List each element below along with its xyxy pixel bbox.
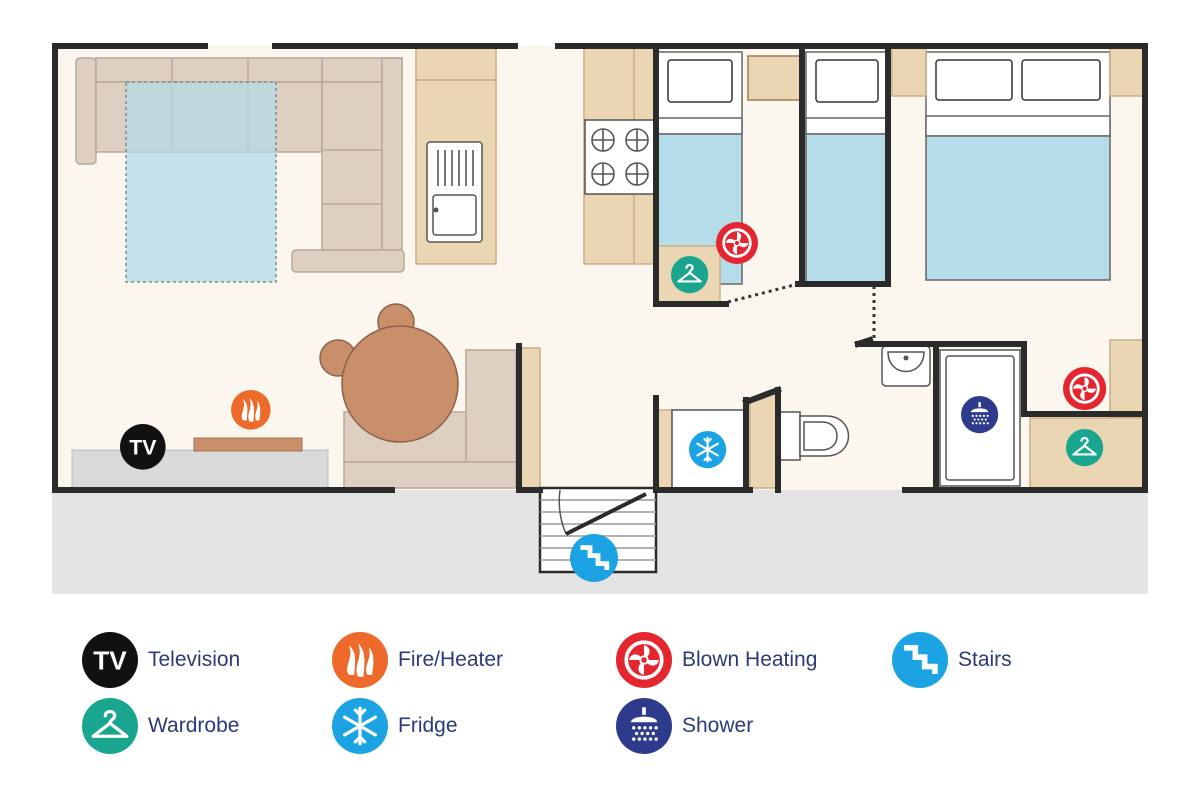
legend-label: Fridge	[398, 714, 458, 737]
shower-icon	[961, 396, 999, 434]
legend-item-fire-heater: Fire/Heater	[332, 632, 503, 688]
legend-label: Television	[148, 648, 241, 671]
legend-item-television: Television	[82, 632, 240, 688]
master-cabinet	[1109, 339, 1145, 419]
master-side-left	[891, 45, 927, 97]
blown-heating-icon	[714, 220, 760, 266]
double-bed	[925, 51, 1111, 281]
master-side-right	[1109, 45, 1145, 97]
wardrobe-icon	[82, 698, 138, 754]
tv-unit	[71, 449, 329, 489]
bath-cabinet	[749, 388, 779, 489]
legend-item-wardrobe: Wardrobe	[82, 698, 239, 754]
fridge-icon	[332, 698, 388, 754]
blown-heating-icon	[616, 632, 672, 688]
stairs-icon	[570, 534, 618, 582]
blown-heating-icon	[1061, 365, 1108, 412]
floor-plan: TV	[52, 43, 1148, 594]
door-swings	[727, 282, 876, 342]
legend-label: Stairs	[958, 648, 1012, 671]
legend-label: Wardrobe	[148, 714, 240, 737]
legend-label: Shower	[682, 714, 754, 737]
legend: Television Fire/Heater Blown Heating Sta…	[0, 600, 1200, 786]
tv-icon	[82, 632, 138, 688]
stairs-icon	[892, 632, 948, 688]
legend-item-blown-heating: Blown Heating	[616, 632, 817, 688]
legend-label: Blown Heating	[682, 648, 818, 671]
fire-heater-icon	[231, 390, 271, 430]
legend-item-shower: Shower	[616, 698, 753, 754]
dining-set	[319, 303, 517, 489]
toilet	[779, 411, 850, 461]
washbasin	[881, 345, 931, 387]
legend-label: Fire/Heater	[398, 648, 504, 671]
hall-cabinet	[519, 347, 541, 489]
fridge-icon	[687, 429, 728, 470]
bedside-cabinet	[747, 55, 801, 101]
kitchen-counter-left	[415, 45, 497, 265]
fire-heater-icon	[332, 632, 388, 688]
wardrobe-icon	[669, 254, 710, 295]
legend-item-fridge: Fridge	[332, 698, 458, 754]
walls	[52, 43, 1148, 493]
fire-surround	[193, 437, 303, 452]
legend-item-stairs: Stairs	[892, 632, 1012, 688]
tv-icon	[120, 424, 166, 470]
wardrobe-icon	[1064, 427, 1105, 468]
kitchen-counter-right	[583, 45, 657, 265]
rug	[125, 81, 277, 283]
twin-bed-2	[805, 51, 887, 283]
shower-icon	[616, 698, 672, 754]
